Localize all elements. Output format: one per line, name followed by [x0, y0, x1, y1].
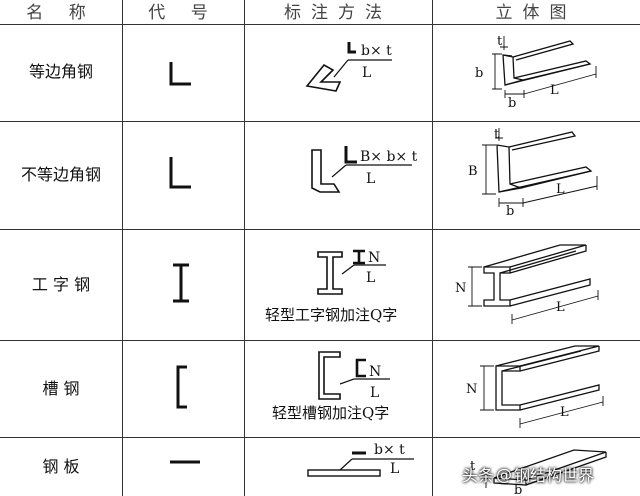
notation-sub: L: [366, 270, 375, 286]
dim-label-len: L: [556, 182, 565, 197]
header-notation: 标注方法: [284, 3, 392, 23]
dim-lines: [482, 471, 490, 488]
equal-angle-3d-icon: [502, 40, 592, 86]
watermark-prefix: 头条: [462, 466, 495, 485]
row-divider: [0, 437, 640, 439]
row-name-i-beam: 工 字 钢: [31, 275, 91, 294]
i-beam-section-icon: [317, 251, 343, 295]
dim-lines: [480, 365, 604, 428]
notation-sub: L: [366, 171, 375, 187]
header-name: 名 称: [26, 3, 96, 23]
dim-label-h: N: [466, 382, 477, 397]
angle-mark-icon: [347, 42, 356, 54]
dim-label-t: t: [470, 459, 476, 474]
i-beam-symbol-icon: [173, 263, 189, 303]
notation-sub: L: [390, 461, 399, 477]
dim-label-len: L: [560, 405, 569, 420]
dim-label-h: b: [475, 66, 483, 81]
watermark: 头条 @ 钢结构世界: [462, 462, 638, 486]
unequal-angle-section-icon: [311, 149, 341, 193]
angle-symbol-icon: [169, 157, 191, 189]
row-divider: [0, 24, 640, 26]
row-divider: [0, 229, 640, 231]
dim-lines: [482, 128, 598, 207]
notation-main: b× t: [361, 43, 392, 59]
row-name-equal-angle: 等边角钢: [28, 62, 93, 81]
plate-3d-icon: [493, 449, 607, 486]
dim-label-len: L: [550, 83, 559, 98]
notation-note: 轻型工字钢加注Q字: [265, 306, 397, 324]
row-name-plate: 钢 板: [42, 457, 80, 476]
dim-label-len: L: [556, 300, 565, 315]
angle-section-icon: [305, 63, 342, 92]
notation-main: B× b× t: [360, 149, 418, 165]
row-divider: [0, 121, 640, 123]
notation-main: N: [368, 250, 380, 266]
notation-sub: L: [362, 65, 371, 81]
row-divider: [0, 340, 640, 342]
row-name-channel: 槽 钢: [42, 379, 80, 398]
notation-sub: L: [370, 385, 379, 401]
plate-section-icon: [307, 469, 381, 477]
channel-symbol-icon: [176, 365, 187, 409]
dim-lines: [492, 36, 597, 98]
dim-label-t: t: [494, 127, 500, 142]
row-name-unequal-angle: 不等边角钢: [20, 165, 101, 184]
angle-mark-icon: [344, 146, 357, 164]
col-divider: [122, 0, 124, 496]
notation-main: N: [369, 364, 381, 380]
dim-label-w: b: [506, 204, 514, 219]
dim-label-w: b: [508, 96, 516, 111]
dim-label-t: t: [497, 34, 503, 49]
dim-lines: [468, 266, 599, 324]
dim-label-w: b: [514, 483, 522, 496]
i-beam-mark-icon: [353, 249, 365, 265]
dim-label-h: N: [455, 281, 466, 296]
header-code: 代 号: [148, 3, 218, 23]
notation-main: b× t: [374, 442, 405, 458]
angle-symbol-icon: [169, 62, 191, 86]
channel-3d-icon: [495, 345, 600, 411]
unequal-angle-3d-icon: [496, 131, 593, 193]
header-view: 立体图: [495, 3, 577, 23]
i-beam-3d-icon: [483, 244, 591, 307]
notation-note: 轻型槽钢加注Q字: [272, 404, 389, 422]
col-divider: [432, 0, 434, 496]
channel-section-icon: [318, 351, 341, 400]
watermark-at: @: [496, 464, 513, 484]
channel-mark-icon: [355, 358, 366, 378]
watermark-account: 钢结构世界: [514, 466, 595, 485]
dim-label-h: B: [468, 164, 478, 179]
col-divider: [244, 0, 246, 496]
